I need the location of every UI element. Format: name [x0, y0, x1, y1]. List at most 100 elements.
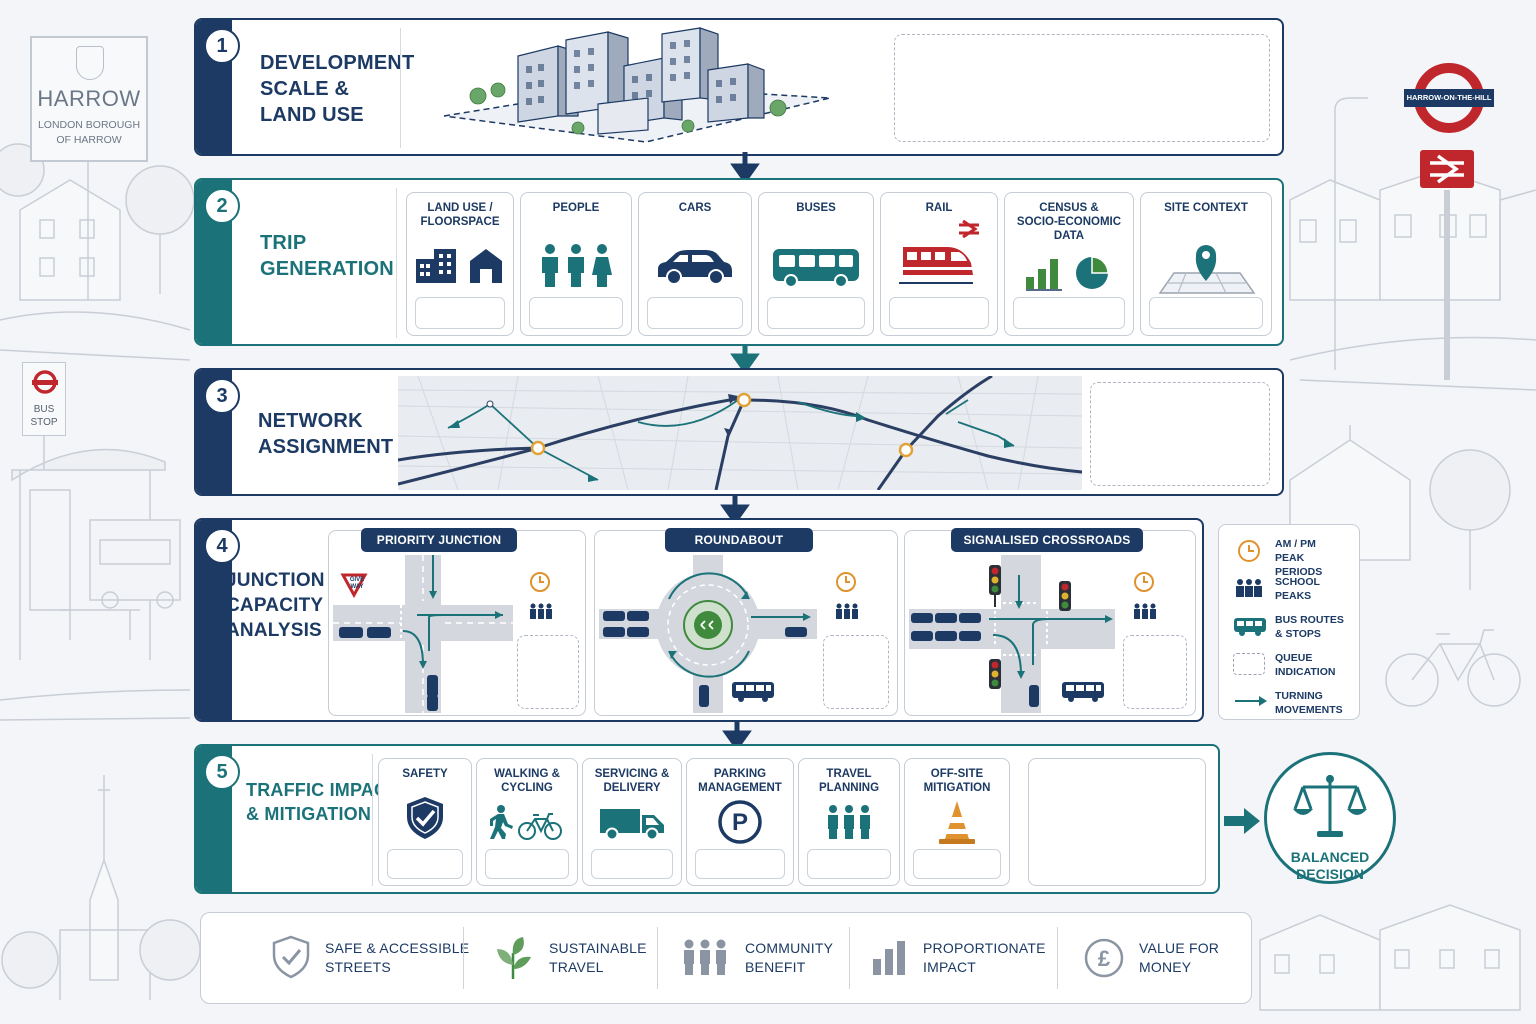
legend-label: QUEUE INDICATION — [1275, 652, 1336, 678]
card-label: CARS — [678, 202, 712, 214]
clock-icon — [836, 572, 856, 592]
junction-panel-roundabout: ROUNDABOUT — [594, 528, 898, 716]
flow-arrow-icon — [730, 152, 760, 182]
card-label: CENSUS & SOCIO-ECONOMIC DATA — [1016, 202, 1122, 242]
stage-number: 4 — [204, 528, 240, 564]
borough-sign-title: HARROW — [37, 86, 141, 111]
bus-stop-sign: BUS STOP — [22, 362, 66, 436]
legend-label: BUS ROUTES & STOPS — [1275, 614, 1344, 640]
principle-label: COMMUNITY BENEFIT — [745, 940, 834, 975]
people-icon — [1236, 579, 1262, 597]
card-input-slot — [807, 849, 891, 879]
junction-label: SIGNALISED CROSSROADS — [951, 528, 1143, 552]
stage-1-notes-box — [894, 34, 1270, 142]
card-label: SITE CONTEXT — [1164, 202, 1248, 214]
principle-label: VALUE FOR MONEY — [1139, 940, 1220, 975]
divider — [372, 754, 373, 886]
bar-chart-icon — [873, 941, 905, 975]
decision-label: BALANCED DECISION — [1290, 849, 1370, 882]
leaf-icon — [497, 937, 531, 979]
network-map — [398, 376, 1082, 490]
junction-panel-priority: PRIORITY JUNCTION GIVE WAY — [328, 528, 586, 716]
separator — [657, 927, 658, 989]
bus-stop-label: BUS STOP — [30, 404, 58, 428]
stage-title: JUNCTION CAPACITY ANALYSIS — [226, 570, 325, 641]
card-input-slot — [913, 849, 1001, 879]
stage-number: 2 — [204, 188, 240, 224]
buildings-icon — [416, 249, 502, 283]
trip-card-cars: CARS — [638, 192, 752, 336]
pound-icon: £ — [1084, 938, 1124, 978]
national-rail-icon — [1420, 150, 1474, 188]
card-label: PARKING MANAGEMENT — [698, 768, 782, 794]
stage-number: 3 — [204, 378, 240, 414]
legend-item: TURNING MOVEMENTS — [1229, 689, 1353, 719]
chart-icon — [1026, 256, 1109, 291]
bus-icon — [1062, 682, 1104, 702]
card-label: PEOPLE — [552, 202, 600, 214]
card-input-slot — [695, 849, 785, 879]
principle-value-for-money: £ VALUE FOR MONEY — [1083, 925, 1243, 991]
card-input-slot — [485, 849, 569, 879]
divider — [396, 188, 397, 338]
card-label: SERVICING & DELIVERY — [594, 768, 670, 794]
people-icon — [836, 603, 858, 619]
svg-text:£: £ — [1098, 946, 1111, 971]
arrow-icon — [1235, 696, 1267, 706]
stage-3-notes-box — [1090, 382, 1270, 486]
roundabout-diagram — [599, 555, 817, 713]
parking-icon: P — [718, 800, 762, 844]
principle-safe-streets: SAFE & ACCESSIBLE STREETS — [271, 925, 471, 991]
principle-proportionate-impact: PROPORTIONATE IMPACT — [871, 925, 1061, 991]
queue-box — [517, 635, 579, 709]
scales-icon — [1293, 775, 1367, 837]
traffic-cone-icon — [939, 801, 975, 844]
dashed-box-icon — [1233, 653, 1265, 675]
mitigation-card-travel-planning: TRAVEL PLANNING — [798, 758, 900, 886]
legend-label: AM / PM PEAK PERIODS — [1275, 538, 1323, 578]
principle-label: PROPORTIONATE IMPACT — [923, 940, 1046, 975]
mitigation-card-off-site: OFF-SITE MITIGATION — [904, 758, 1010, 886]
trip-card-buses: BUSES — [758, 192, 874, 336]
card-label: WALKING & CYCLING — [494, 768, 560, 794]
legend-item: SCHOOL PEAKS — [1229, 575, 1353, 605]
legend-item: AM / PM PEAK PERIODS — [1229, 537, 1353, 578]
people-icon — [542, 244, 612, 287]
card-label: OFF-SITE MITIGATION — [923, 768, 991, 794]
decision-arrow-icon — [1224, 808, 1260, 834]
separator — [1057, 927, 1058, 989]
junction-panel-signalised: SIGNALISED CROSSROADS — [904, 528, 1196, 716]
queue-box — [823, 635, 889, 709]
van-icon — [600, 809, 664, 841]
principles-bar: SAFE & ACCESSIBLE STREETS SUSTAINABLE TR… — [200, 912, 1252, 1004]
trip-card-rail: RAIL — [880, 192, 998, 336]
principle-sustainable-travel: SUSTAINABLE TRAVEL — [491, 925, 661, 991]
stage-development-scale: 1 DEVELOPMENT SCALE & LAND USE — [194, 18, 1284, 156]
stage-title: DEVELOPMENT SCALE & LAND USE — [260, 52, 415, 126]
station-roundel: HARROW-ON-THE-HILL — [1404, 58, 1494, 138]
card-label: LAND USE / FLOORSPACE — [420, 202, 500, 228]
stage-title: TRAFFIC IMPACT & MITIGATION — [246, 780, 399, 824]
card-label: RAIL — [925, 202, 953, 214]
card-input-slot — [529, 297, 623, 329]
trip-card-census: CENSUS & SOCIO-ECONOMIC DATA — [1004, 192, 1134, 336]
svg-text:P: P — [732, 809, 748, 836]
stage-traffic-impact: 5 TRAFFIC IMPACT & MITIGATION SAFETY WAL… — [194, 744, 1220, 894]
walk-cycle-icon — [490, 805, 562, 840]
balanced-decision-badge: BALANCED DECISION — [1264, 752, 1396, 884]
clock-icon — [530, 572, 550, 592]
card-input-slot — [1013, 297, 1125, 329]
separator — [849, 927, 850, 989]
divider — [400, 28, 401, 148]
legend-label: SCHOOL PEAKS — [1275, 576, 1320, 602]
development-buildings-icon — [443, 27, 831, 143]
queue-box — [1123, 635, 1187, 709]
principle-label: SUSTAINABLE TRAVEL — [549, 940, 647, 975]
stage-trip-generation: 2 TRIP GENERATION LAND USE / FLOORSPACE … — [194, 178, 1284, 346]
card-input-slot — [415, 297, 505, 329]
signalised-crossroads-diagram — [909, 555, 1115, 713]
junction-label: ROUNDABOUT — [665, 528, 813, 552]
stage-junction-capacity: 4 JUNCTION CAPACITY ANALYSIS PRIORITY JU… — [194, 518, 1204, 722]
car-icon — [658, 250, 732, 285]
separator — [463, 927, 464, 989]
